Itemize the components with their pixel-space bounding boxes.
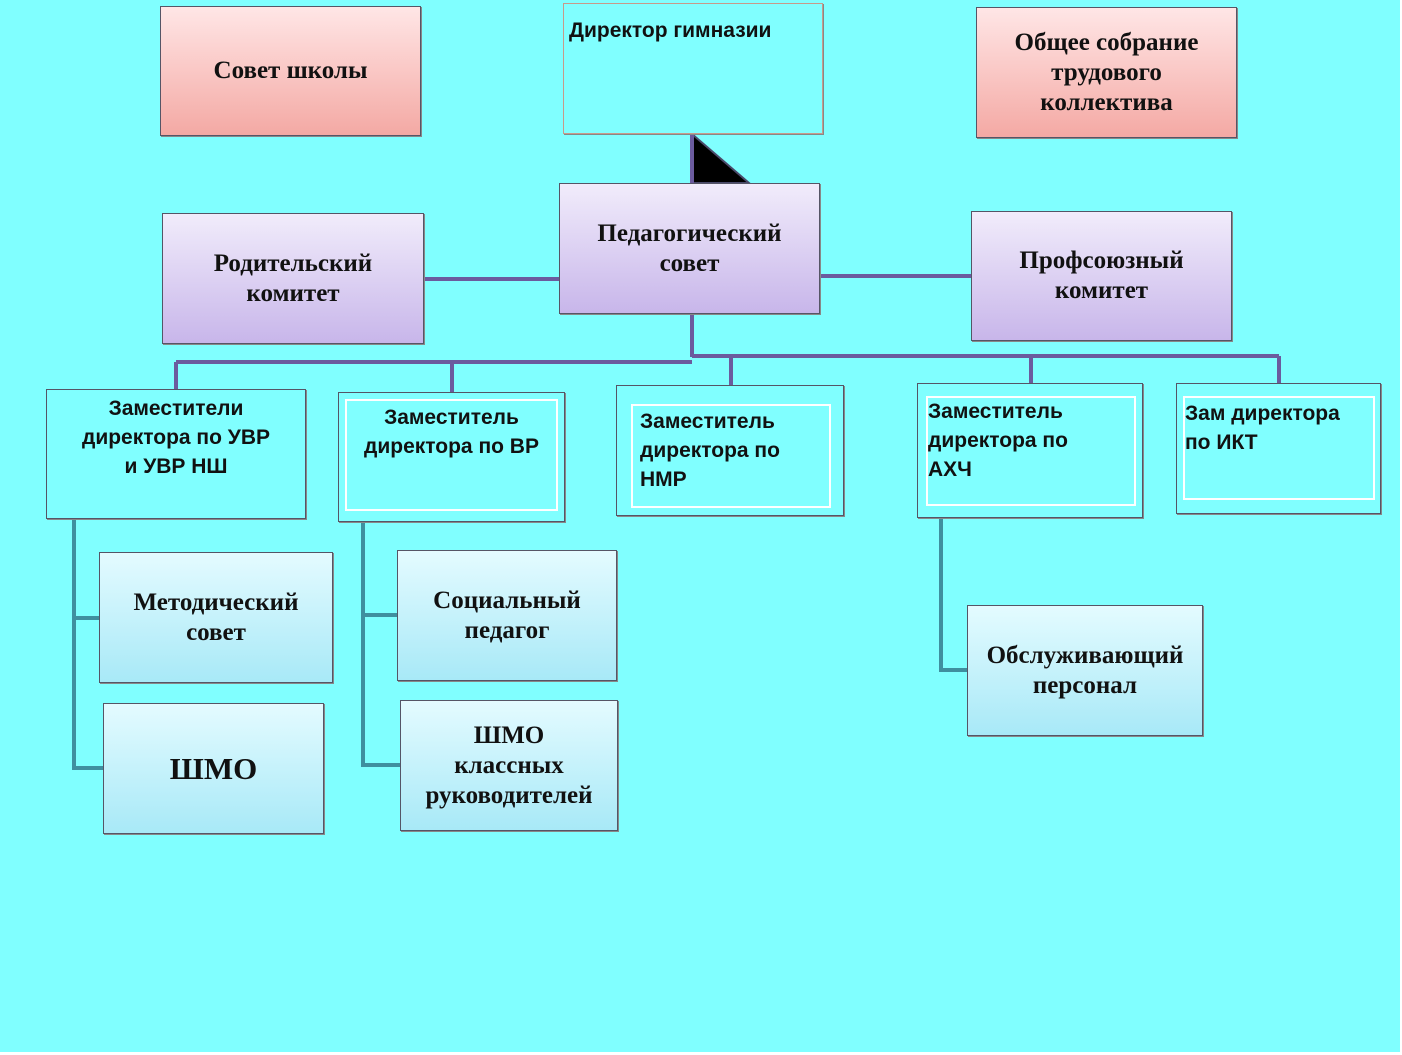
shmo-class-box: ШМО классных руководителей [400, 700, 618, 831]
general-meeting-box: Общее собрание трудового коллектива [976, 7, 1237, 138]
parent-committee-label: Родительский комитет [213, 249, 373, 307]
shmo-class-label: ШМО классных руководителей [425, 721, 593, 809]
pedagogical-council-label: Педагогический совет [597, 219, 782, 277]
pedagogical-council-box: Педагогический совет [559, 183, 820, 314]
deputy-ikt-inner [1183, 396, 1375, 500]
school-council-label: Совет школы [213, 57, 368, 84]
service-staff-label: Обслуживающий персонал [986, 641, 1184, 699]
parent-committee-box: Родительский комитет [162, 213, 424, 344]
trade-union-box: Профсоюзный комитет [971, 211, 1232, 341]
deputy-ahch-inner [926, 396, 1136, 506]
social-pedagogue-label: Социальный педагог [433, 586, 581, 644]
methodical-council-label: Методический совет [133, 588, 299, 646]
canvas-edge-right [1400, 0, 1402, 1055]
director-label: Директор гимназии [569, 19, 772, 42]
service-staff-box: Обслуживающий персонал [967, 605, 1203, 736]
canvas-edge-bottom [0, 1052, 1402, 1055]
director-arrow-shape [691, 131, 752, 184]
deputy-uvr-box: Заместители директора по УВР и УВР НШ [46, 389, 306, 519]
general-meeting-label: Общее собрание трудового коллектива [1014, 28, 1199, 116]
social-pedagogue-box: Социальный педагог [397, 550, 617, 681]
methodical-council-box: Методический совет [99, 552, 333, 683]
deputy-nmr-box: Заместитель директора по НМР [616, 385, 844, 516]
deputy-ahch-label: Заместитель директора по АХЧ [928, 400, 1068, 481]
deputy-ikt-box: Зам директора по ИКТ [1176, 383, 1381, 514]
deputy-ahch-box: Заместитель директора по АХЧ [917, 383, 1143, 518]
deputy-uvr-label: Заместители директора по УВР и УВР НШ [81, 397, 270, 478]
deputy-vr-inner [345, 399, 558, 511]
school-council-box: Совет школы [160, 6, 421, 136]
deputy-vr-box: Заместитель директора по ВР [338, 392, 565, 522]
director-box: Директор гимназии [563, 3, 823, 134]
trade-union-label: Профсоюзный комитет [1019, 247, 1184, 304]
deputy-nmr-inner [631, 404, 831, 508]
shmo-label: ШМО [169, 750, 258, 786]
shmo-box: ШМО [103, 703, 324, 834]
deputy-ikt-label: Зам директора по ИКТ [1185, 402, 1340, 454]
deputy-nmr-label: Заместитель директора по НМР [640, 410, 780, 491]
deputy-vr-label: Заместитель директора по ВР [364, 406, 539, 458]
